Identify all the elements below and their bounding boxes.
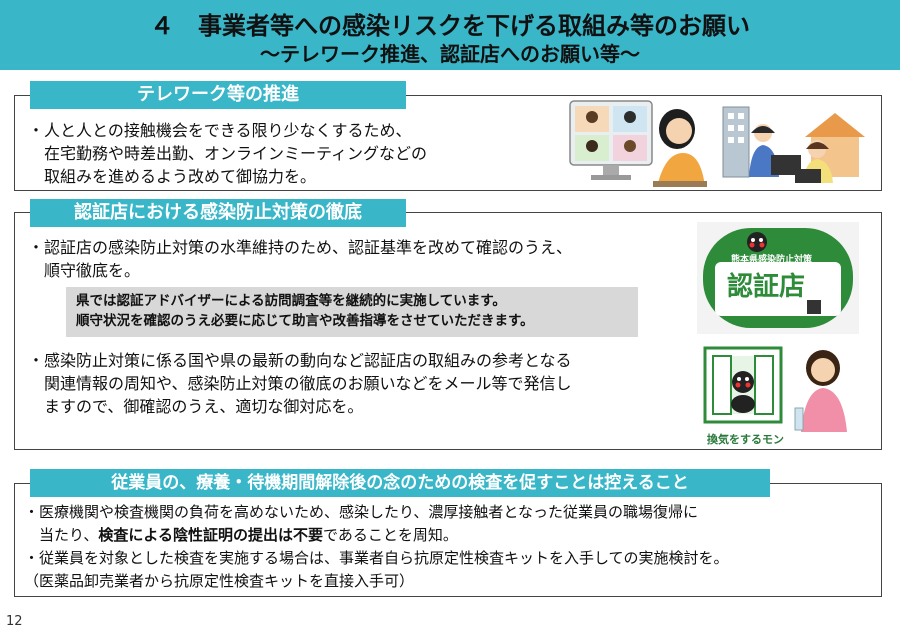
kumamon-face-icon: [747, 232, 767, 252]
testing-line-2-post: であることを周知。: [322, 526, 458, 544]
certified-line-3: ・感染防止対策に係る国や県の最新の動向など認証店の取組みの参考となる: [28, 351, 572, 370]
certified-line-5: ますので、御確認のうえ、適切な御対応を。: [28, 397, 364, 416]
testing-line-2: 当たり、検査による陰性証明の提出は不要であることを周知。: [24, 524, 458, 546]
page-title: ４ 事業者等への感染リスクを下げる取組み等のお願い: [150, 12, 750, 40]
ventilation-caption: 換気をするモン: [707, 433, 784, 446]
testing-line-2-pre: 当たり、: [24, 526, 99, 544]
sticker-graphic: [703, 228, 853, 328]
advisor-note-line-2: 順守状況を確認のうえ必要に応じて助言や改善指導をさせていただきます。: [76, 313, 534, 329]
advisor-note-line-1: 県では認証アドバイザーによる訪問調査等を継続的に実施しています。: [76, 293, 506, 309]
window-icon: [754, 355, 774, 415]
section-employee-testing-tag: 従業員の、療養・待機期間解除後の念のための検査を促すことは控えること: [30, 469, 770, 497]
header-banner: ４ 事業者等への感染リスクを下げる取組み等のお願い ～テレワーク推進、認証店への…: [0, 0, 900, 70]
ventilation-illustration: [703, 346, 847, 432]
testing-line-3: ・従業員を対象とした検査を実施する場合は、事業者自ら抗原定性検査キットを入手して…: [24, 549, 729, 567]
page-number: 12: [6, 614, 23, 629]
certification-sticker: 熊本県感染防止対策 認証店: [697, 222, 859, 334]
kumamon-icon: [732, 371, 754, 393]
testing-line-1: ・医療機関や検査機関の負荷を高めないため、感染したり、濃厚接触者となった従業員の…: [24, 503, 698, 521]
telework-line-2: 在宅勤務や時差出勤、オンラインミーティングなどの: [28, 144, 428, 163]
section-telework-tag: テレワーク等の推進: [30, 81, 406, 109]
sticker-main-text: 認証店: [727, 272, 806, 302]
page-subtitle: ～テレワーク推進、認証店へのお願い等～: [260, 42, 640, 66]
testing-line-2-bold: 検査による陰性証明の提出は不要: [98, 526, 323, 544]
office-building-icon: [722, 106, 750, 178]
soap-bottle-icon: [794, 407, 804, 431]
house-icon: [805, 113, 865, 137]
sticker-top-text: 熊本県感染防止対策: [731, 255, 813, 265]
certified-line-4: 関連情報の周知や、感染防止対策の徹底のお願いなどをメール等で発信し: [28, 374, 572, 393]
telework-line-1: ・人と人との接触機会をできる限り少なくするため、: [28, 121, 412, 140]
telework-illustration: [569, 100, 865, 187]
advisor-note: 県では認証アドバイザーによる訪問調査等を継続的に実施しています。 順守状況を確認…: [66, 287, 638, 337]
window-icon: [712, 355, 732, 415]
section-certified-store-tag: 認証店における感染防止対策の徹底: [30, 199, 406, 227]
certified-line-2: 順守徹底を。: [28, 261, 141, 280]
telework-line-3: 取組みを進めるよう改めて御協力を。: [28, 167, 317, 186]
qr-code-icon: [807, 300, 821, 314]
testing-line-4: （医薬品卸売業者から抗原定性検査キットを直接入手可）: [24, 572, 415, 590]
section-employee-testing: [14, 483, 882, 597]
certified-line-1: ・認証店の感染防止対策の水準維持のため、認証基準を改めて確認のうえ、: [28, 238, 573, 257]
